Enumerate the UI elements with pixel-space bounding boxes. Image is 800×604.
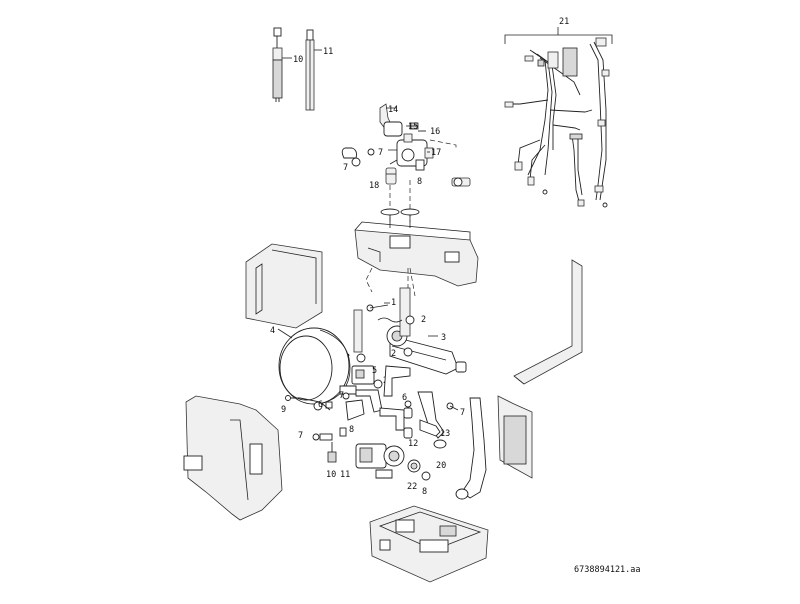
part-6-fitting-a bbox=[403, 400, 413, 419]
part-18-fitting bbox=[385, 167, 397, 185]
callout-2-a: 2 bbox=[421, 315, 426, 325]
part-8-fitting-top bbox=[415, 159, 425, 171]
callout-2-c: 2 bbox=[391, 349, 396, 359]
callout-5: 5 bbox=[372, 366, 377, 376]
callout-7-d: 7 bbox=[460, 408, 465, 418]
callout-21: 21 bbox=[559, 17, 569, 27]
part-17-valve-body bbox=[388, 133, 434, 167]
part-5-component bbox=[351, 365, 375, 385]
part-10-cable-plug bbox=[327, 442, 337, 463]
part-22-seal bbox=[433, 439, 447, 449]
callout-22: 20 bbox=[436, 461, 446, 471]
part-2-o-ring-a bbox=[405, 315, 415, 325]
part-7-o-ring-d bbox=[312, 433, 333, 441]
callout-17: 17 bbox=[431, 148, 441, 158]
part-23-cap bbox=[407, 459, 421, 473]
callout-13: 13 bbox=[440, 429, 450, 439]
callout-7-e: 7 bbox=[298, 431, 303, 441]
part-4-expansion-vessel bbox=[278, 327, 351, 411]
part-13-pipe bbox=[419, 419, 441, 437]
callout-7-a: 7 bbox=[378, 148, 383, 158]
part-7-o-ring-top bbox=[341, 147, 375, 167]
callout-1: 1 bbox=[391, 298, 396, 308]
gasket-2 bbox=[400, 208, 420, 216]
callout-8-a: 8 bbox=[417, 177, 422, 187]
pipe-assembly-middle bbox=[339, 365, 445, 439]
drawing-number: 6738894121.aa bbox=[574, 565, 641, 575]
callout-8-b: 8 bbox=[349, 425, 354, 435]
part-2-o-ring-c bbox=[403, 347, 413, 357]
part-7-o-ring-b bbox=[342, 392, 350, 400]
callout-7-b: 7 bbox=[343, 163, 348, 173]
part-21-wiring-harness bbox=[504, 27, 613, 208]
panel-right-lower bbox=[497, 395, 533, 479]
gasket-1 bbox=[380, 208, 400, 216]
callout-11: 11 bbox=[340, 470, 350, 480]
part-8-fitting-low bbox=[421, 471, 431, 481]
callout-12: 12 bbox=[408, 439, 418, 449]
part-1-pipe bbox=[353, 304, 389, 353]
leader-4 bbox=[277, 328, 293, 339]
part-2-o-ring-b bbox=[356, 353, 366, 363]
part-3-heat-exchanger bbox=[386, 287, 467, 375]
control-box bbox=[369, 505, 489, 583]
part-7-o-ring-c bbox=[446, 402, 459, 411]
callout-6-a: 6 bbox=[402, 393, 407, 403]
callout-20: 11 bbox=[323, 47, 333, 57]
callout-3: 3 bbox=[441, 333, 446, 343]
part-12-fitting bbox=[403, 427, 413, 439]
callout-6-b: 6 bbox=[318, 400, 323, 410]
panel-bottom-left bbox=[183, 395, 283, 521]
panel-right-angle bbox=[513, 259, 583, 385]
callout-4: 4 bbox=[270, 326, 275, 336]
hydraulic-block bbox=[354, 221, 479, 287]
callout-16: 16 bbox=[430, 127, 440, 137]
callout-23: 22 bbox=[407, 482, 417, 492]
callout-19: 10 bbox=[293, 55, 303, 65]
part-11-pump bbox=[355, 443, 405, 479]
callout-14: 14 bbox=[388, 105, 398, 115]
part-16-sensor bbox=[418, 130, 457, 150]
callout-7-c: 7 bbox=[339, 391, 344, 401]
callout-18: 18 bbox=[369, 181, 379, 191]
callout-8-c: 8 bbox=[422, 487, 427, 497]
callout-9: 9 bbox=[281, 405, 286, 415]
part-sensor-probe bbox=[451, 177, 471, 187]
callout-15: 15 bbox=[408, 122, 418, 132]
panel-top-left bbox=[245, 243, 323, 329]
pipe-dashed-right bbox=[409, 267, 416, 297]
callout-10: 10 bbox=[326, 470, 336, 480]
part-2-o-ring-d bbox=[373, 379, 383, 389]
pipe-dashed-left bbox=[365, 267, 373, 293]
part-19-sensor-cable bbox=[272, 27, 283, 102]
part-6-fitting-b bbox=[325, 401, 333, 409]
spring-detail bbox=[377, 317, 403, 323]
part-14-valve-motor bbox=[379, 103, 403, 137]
part-9-sensor bbox=[285, 395, 331, 411]
flexible-pipe bbox=[455, 397, 487, 500]
part-8-fitting-mid bbox=[339, 427, 347, 437]
part-20-sensor-rod bbox=[305, 29, 315, 111]
